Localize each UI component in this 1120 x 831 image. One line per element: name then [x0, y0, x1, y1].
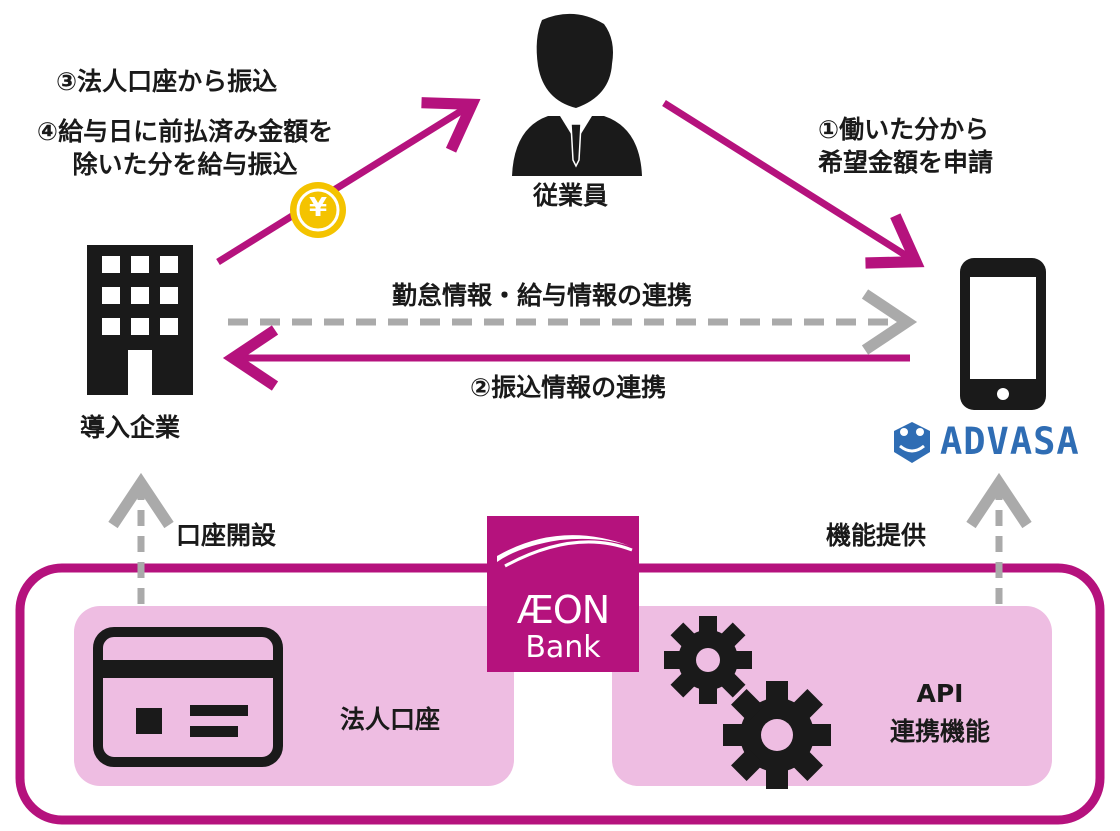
- info-link-label: 勤怠情報・給与情報の連携: [392, 281, 693, 310]
- employee-label: 従業員: [533, 181, 609, 210]
- yen-glyph: ¥: [308, 193, 328, 223]
- step3-label: ③法人口座から振込: [56, 67, 278, 96]
- account-open-label: 口座開設: [176, 521, 277, 550]
- step4-label: ④給与日に前払済み金額を 除いた分を給与振込: [36, 117, 334, 179]
- step1-label: ①働いた分から 希望金額を申請: [818, 115, 994, 177]
- advasa-logo-icon: [894, 422, 930, 463]
- feature-provide-label: 機能提供: [826, 521, 927, 550]
- corporate-account-label: 法人口座: [340, 705, 441, 734]
- aeon-logo-main: ÆON: [516, 588, 610, 632]
- advasa-label: ADVASA: [940, 420, 1080, 463]
- smartphone-icon: [960, 258, 1046, 410]
- aeon-logo-sub: Bank: [525, 630, 601, 665]
- step3-arrow: [216, 97, 481, 265]
- company-label: 導入企業: [80, 413, 181, 442]
- aeon-bank-logo: [487, 516, 639, 672]
- bank-card-icon: [93, 627, 283, 767]
- person-in-suit-icon: [512, 13, 642, 176]
- office-building-icon: [87, 245, 193, 395]
- gears-icon: [664, 616, 831, 789]
- corporate-account-panel: [74, 606, 514, 786]
- api-label-line1: API: [916, 679, 964, 708]
- step2-label: ②振込情報の連携: [470, 373, 667, 402]
- yen-coin-icon: [290, 182, 346, 238]
- step1-arrow: [662, 100, 925, 269]
- api-label-line2: 連携機能: [889, 717, 990, 746]
